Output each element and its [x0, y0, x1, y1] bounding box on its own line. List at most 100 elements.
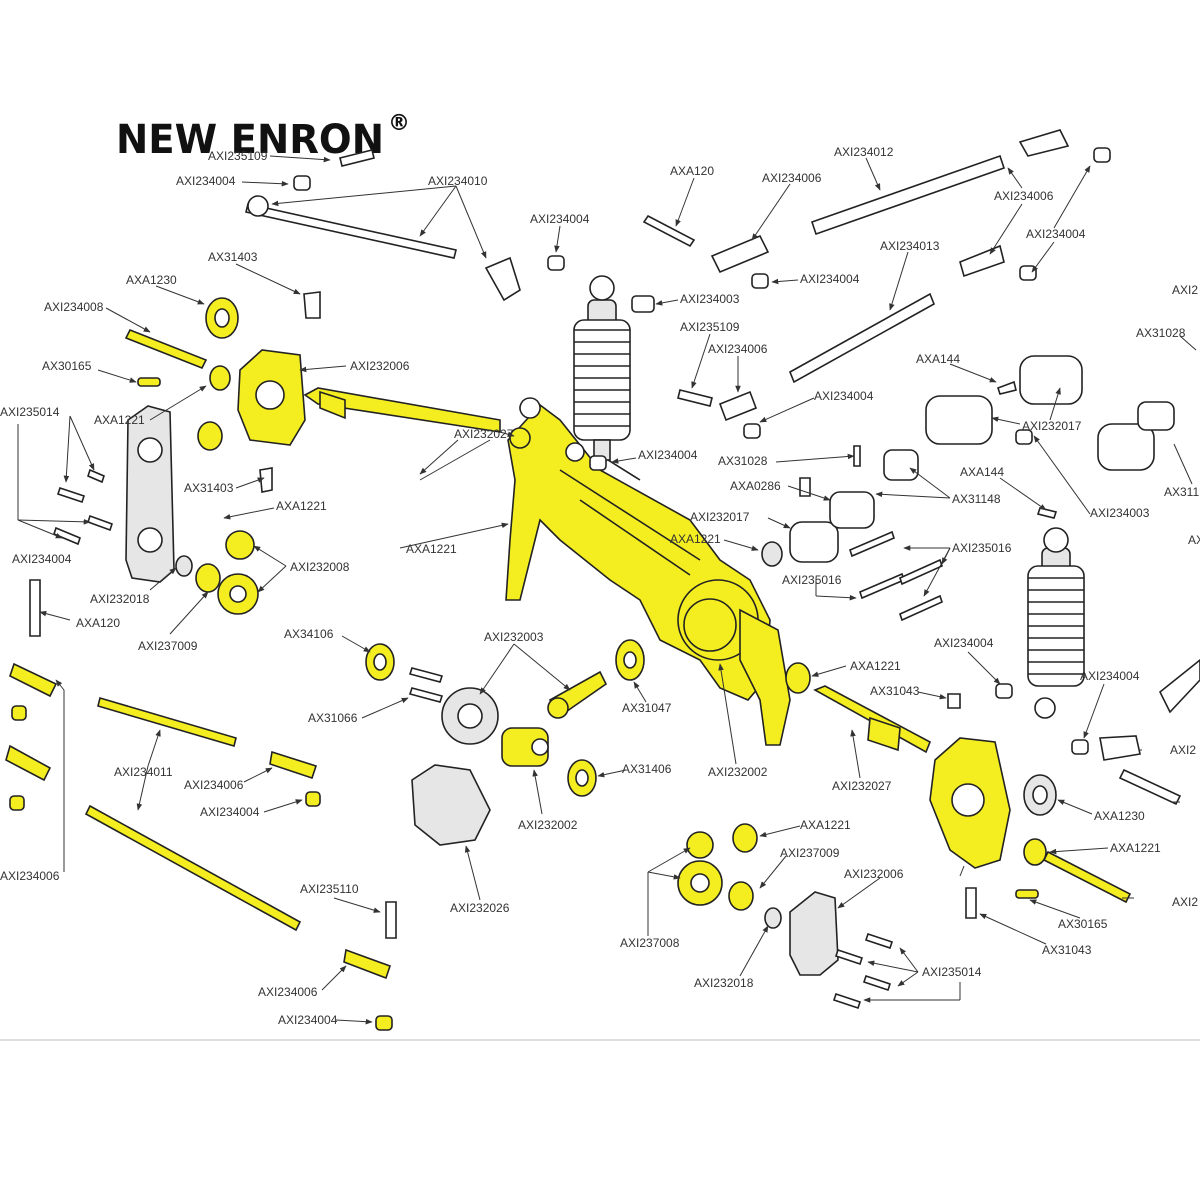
screws: [29, 149, 1182, 1010]
shock-right: [1027, 527, 1085, 719]
part-label: AX31403: [184, 481, 234, 495]
bearings: [175, 297, 1057, 929]
part-label: AXI234003: [1090, 506, 1150, 520]
part-label: AXI232008: [290, 560, 350, 574]
lockout-parts: [789, 355, 1200, 714]
bushings: [9, 147, 1111, 1031]
part-label: AXA1230: [126, 273, 177, 287]
part-label: AXI237009: [138, 639, 198, 653]
part-label: AX31028: [718, 454, 768, 468]
part-label: AX30165: [1058, 917, 1108, 931]
axle-shaft-upper: [303, 387, 531, 449]
part-label: AX31028: [1136, 326, 1186, 340]
part-label: AXI232027: [454, 427, 514, 441]
part-label: AXA120: [670, 164, 714, 178]
part-label: AXI234004: [176, 174, 236, 188]
part-label: AXI237009: [780, 846, 840, 860]
part-label: AXA1221: [850, 659, 901, 673]
part-label: AXI232017: [690, 510, 750, 524]
part-label: AXI234006: [994, 189, 1054, 203]
part-label: AXI232002: [518, 818, 578, 832]
portal-cover-right: [789, 891, 839, 976]
registered-mark: ®: [388, 111, 410, 136]
part-label: AX30165: [42, 359, 92, 373]
part-label: AXI234006: [258, 985, 318, 999]
part-label: AX31406: [622, 762, 672, 776]
part-label: AXI234004: [530, 212, 590, 226]
part-label: AXI235014: [0, 405, 60, 419]
pinion-gear: [547, 670, 608, 719]
part-label: AX31043: [1042, 943, 1092, 957]
diff-locker: [501, 727, 549, 767]
part-label: AXI234003: [680, 292, 740, 306]
leader-lines: [17, 155, 1197, 1025]
part-label: AXI232006: [350, 359, 410, 373]
ring-gear: [441, 687, 499, 745]
part-label: AXA1221: [670, 532, 721, 546]
part-label: AXI232017: [1022, 419, 1082, 433]
part-label: AXI232006: [844, 867, 904, 881]
part-label: AXI235109: [208, 149, 268, 163]
part-label: AX34106: [284, 627, 334, 641]
part-label: AXI234004: [814, 389, 874, 403]
part-label: AXI234004: [200, 805, 260, 819]
part-label: AXA0286: [730, 479, 781, 493]
links: [84, 154, 1132, 932]
diff-cover: [411, 764, 491, 846]
part-label: AXA144: [960, 465, 1004, 479]
portal-housing-left: [237, 349, 306, 446]
part-label: AXI2: [1170, 743, 1196, 757]
part-label: AXI235016: [782, 573, 842, 587]
part-label: AXI234012: [834, 145, 894, 159]
part-label: AXI234010: [428, 174, 488, 188]
portal-housing-right: [929, 737, 1011, 869]
part-label: AXI234004: [800, 272, 860, 286]
part-label: AXI232018: [90, 592, 150, 606]
part-label: AXA1221: [406, 542, 457, 556]
part-label: AXI234008: [44, 300, 104, 314]
part-label: AXI234013: [880, 239, 940, 253]
part-label: AX311: [1164, 485, 1199, 499]
part-label: AXA120: [76, 616, 120, 630]
part-label: AXI235016: [952, 541, 1012, 555]
part-label: AXI232026: [450, 901, 510, 915]
part-label: AXI232002: [708, 765, 768, 779]
part-label: AXI234006: [0, 869, 60, 883]
part-label: AXI234004: [278, 1013, 338, 1027]
gear-set-left: [217, 530, 259, 615]
part-label: AXA1221: [1110, 841, 1161, 855]
part-label: AXI234004: [1080, 669, 1140, 683]
part-label: AX31043: [870, 684, 920, 698]
part-label: AXI2: [1172, 895, 1198, 909]
axle-shaft-lower: [813, 685, 932, 754]
part-label: AXI2: [1172, 283, 1198, 297]
part-label: AXI234004: [934, 636, 994, 650]
portal-cover-left: [125, 405, 175, 583]
part-label: AXI232027: [832, 779, 892, 793]
part-label: AXI234006: [184, 778, 244, 792]
part-label: AX31403: [208, 250, 258, 264]
gear-set-right: [677, 831, 723, 906]
part-label: AXA1221: [276, 499, 327, 513]
part-label: AXI234011: [114, 765, 173, 779]
part-label: AXI232003: [484, 630, 544, 644]
part-label: AXI235014: [922, 965, 982, 979]
part-label: AX31047: [622, 701, 672, 715]
part-labels: AXI235109 AXI234004 AXI234010 AXA120 AXI…: [0, 145, 1200, 1027]
rod-ends: [5, 129, 1141, 980]
part-label: AXA1221: [800, 818, 851, 832]
part-label: AXI234004: [1026, 227, 1086, 241]
part-label: AXA144: [916, 352, 960, 366]
part-label: AXI234006: [708, 342, 768, 356]
part-label: AXI235110: [300, 882, 359, 896]
part-label: AXI234006: [762, 171, 822, 185]
part-label: AXI234004: [12, 552, 72, 566]
part-label: AXA1221: [94, 413, 145, 427]
part-label: AXI2: [1188, 533, 1200, 547]
part-label: AXI234004: [638, 448, 698, 462]
part-label: AXI232018: [694, 976, 754, 990]
part-label: AXA1230: [1094, 809, 1145, 823]
part-label: AXI237008: [620, 936, 680, 950]
